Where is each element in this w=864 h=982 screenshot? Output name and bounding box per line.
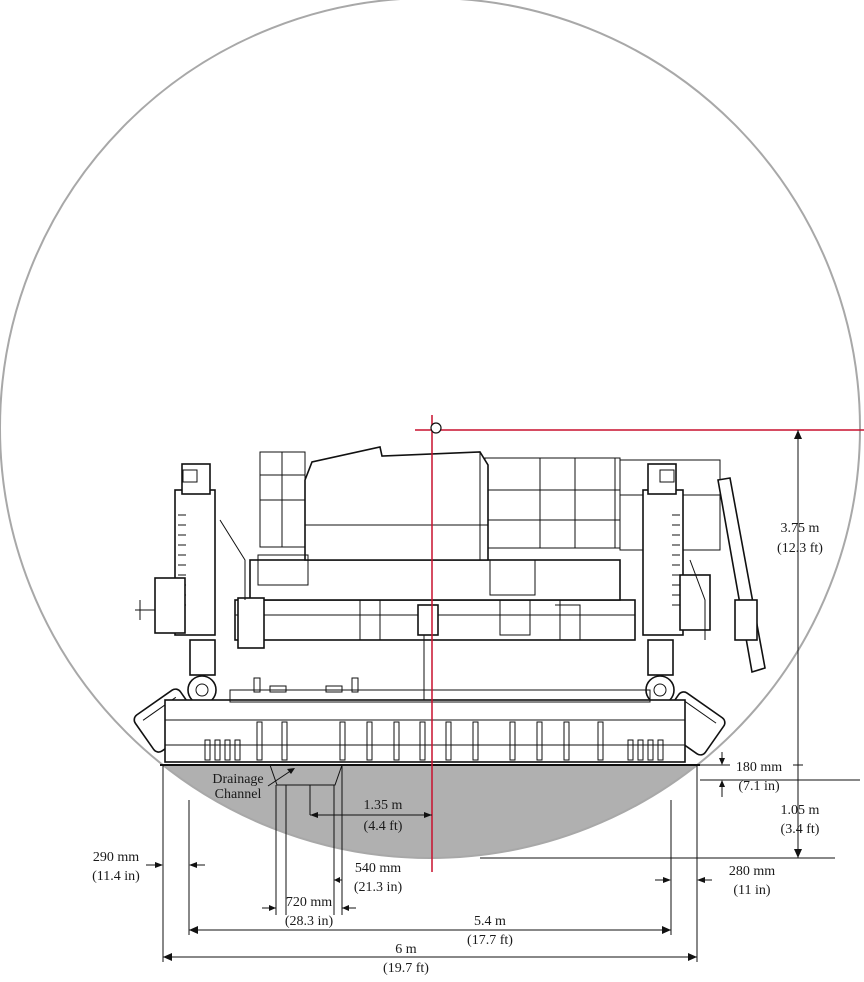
overall-width-imp-label: (19.7 ft): [383, 961, 429, 976]
lower-height-imp-label: (3.4 ft): [781, 822, 820, 837]
left-overhang-label: 290 mm: [93, 850, 139, 865]
drainage-label-2: Channel: [215, 787, 262, 802]
height-total-imp-label: (12.3 ft): [777, 541, 823, 556]
inner-width-label: 5.4 m: [474, 914, 506, 929]
height-total-label: 3.75 m: [781, 521, 820, 536]
channel-width-label: 720 mm: [286, 895, 332, 910]
channel-offset-imp-label: (21.3 in): [354, 880, 403, 895]
drainage-label-1: Drainage: [212, 772, 263, 787]
right-overhang-imp-label: (11 in): [733, 883, 771, 898]
left-overhang-imp-label: (11.4 in): [92, 869, 140, 884]
channel-width-imp-label: (28.3 in): [285, 914, 334, 929]
center-offset-label: 1.35 m: [364, 798, 403, 813]
right-overhang-label: 280 mm: [729, 864, 775, 879]
ground-clearance-label: 180 mm: [736, 760, 782, 775]
dimension-labels: Drainage Channel 3.75 m (12.3 ft) 180 mm…: [92, 521, 823, 976]
channel-offset-label: 540 mm: [355, 861, 401, 876]
center-offset-imp-label: (4.4 ft): [364, 819, 403, 834]
inner-width-imp-label: (17.7 ft): [467, 933, 513, 948]
ground-clearance-imp-label: (7.1 in): [738, 779, 780, 794]
clearance-circle: [0, 0, 861, 859]
reference-lines: [415, 415, 864, 872]
overall-width-label: 6 m: [395, 942, 417, 957]
lower-height-label: 1.05 m: [781, 803, 820, 818]
dimension-lines: [146, 430, 860, 962]
paver-machine: [133, 446, 766, 786]
